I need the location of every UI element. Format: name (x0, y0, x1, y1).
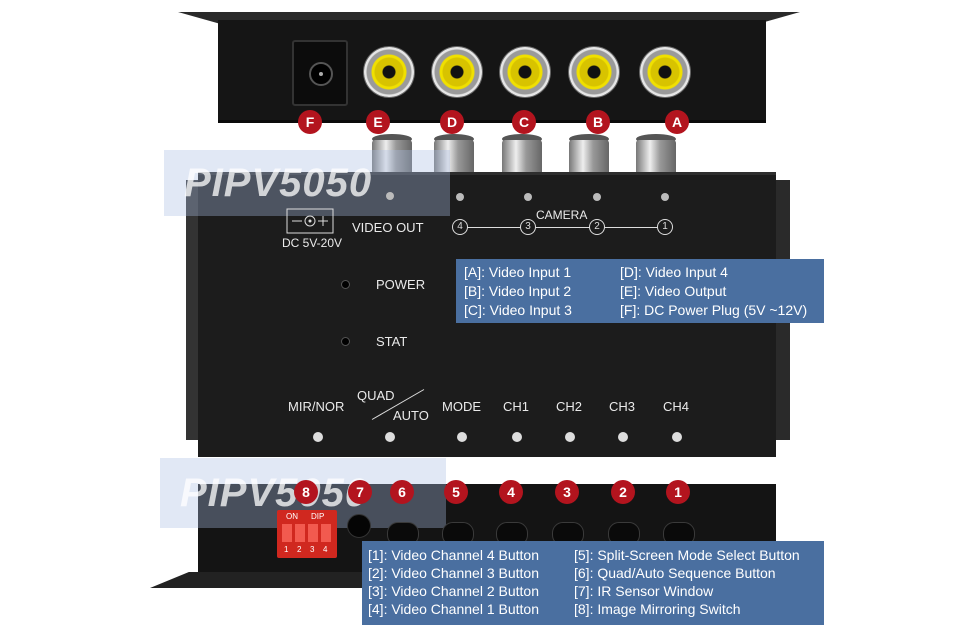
camera-4-indicator (456, 193, 464, 201)
dc-jack-pin (319, 72, 323, 76)
ir-sensor-window (347, 514, 371, 538)
dc-power-jack (292, 40, 348, 106)
dip-num: 1 (284, 545, 289, 554)
badge-3: 3 (555, 480, 579, 504)
stat-led (341, 337, 350, 346)
rca-side-c (502, 140, 542, 176)
rca-video-input-c (500, 47, 550, 97)
power-led (341, 280, 350, 289)
dc-jack-socket (309, 62, 333, 86)
ch2-indicator (565, 432, 575, 442)
camera-1-indicator (661, 193, 669, 201)
badge-b: B (586, 110, 610, 134)
rca-side-a (636, 140, 676, 176)
legend-bottom-item: [6]: Quad/Auto Sequence Button (574, 565, 776, 581)
video-out-indicator (386, 192, 394, 200)
rca-side-e (372, 140, 412, 176)
rca-side-cap-c (502, 134, 542, 144)
badge-6: 6 (390, 480, 414, 504)
legend-top-item: [D]: Video Input 4 (620, 264, 728, 280)
badge-a: A (665, 110, 689, 134)
badge-8: 8 (294, 480, 318, 504)
camera-num-2: 2 (589, 219, 605, 235)
legend-bottom-item: [5]: Split-Screen Mode Select Button (574, 547, 800, 563)
rca-video-input-d (432, 47, 482, 97)
legend-bottom-item: [4]: Video Channel 1 Button (368, 601, 539, 617)
legend-top-item: [A]: Video Input 1 (464, 264, 572, 280)
dc-polarity-icon (286, 208, 334, 234)
dip-slot-2 (295, 524, 305, 542)
badge-d: D (440, 110, 464, 134)
dip-slot-3 (308, 524, 318, 542)
rca-video-output-e (364, 47, 414, 97)
legend-bottom-item: [8]: Image Mirroring Switch (574, 601, 741, 617)
ch2-label: CH2 (556, 399, 583, 414)
rca-video-input-b (569, 47, 619, 97)
dip-on-label: ON (286, 512, 298, 521)
camera-2-indicator (593, 193, 601, 201)
ch1-indicator (512, 432, 522, 442)
device-left-side (186, 180, 200, 440)
mirror-label: MIR/NOR (288, 399, 345, 414)
mirror-indicator (313, 432, 323, 442)
badge-e: E (366, 110, 390, 134)
rca-video-input-a (640, 47, 690, 97)
rca-side-d (434, 140, 474, 176)
dip-num: 3 (310, 545, 315, 554)
auto-label: AUTO (393, 408, 429, 423)
dip-slot-1 (282, 524, 292, 542)
badge-5: 5 (444, 480, 468, 504)
dip-switch: ON DIP 1 2 3 4 (277, 510, 337, 558)
rca-side-cap-b (569, 134, 609, 144)
rca-side-b (569, 140, 609, 176)
camera-3-indicator (524, 193, 532, 201)
dip-num: 2 (297, 545, 302, 554)
ch4-indicator (672, 432, 682, 442)
watermark-top: PIPV5050 (164, 150, 450, 216)
dip-label: DIP (311, 512, 325, 521)
rca-side-cap-a (636, 134, 676, 144)
rca-side-cap-d (434, 134, 474, 144)
camera-line (466, 227, 662, 228)
legend-bottom-item: [3]: Video Channel 2 Button (368, 583, 539, 599)
dip-num: 4 (323, 545, 328, 554)
ch1-label: CH1 (503, 399, 530, 414)
badge-4: 4 (499, 480, 523, 504)
badge-f: F (298, 110, 322, 134)
camera-num-1: 1 (657, 219, 673, 235)
dip-slot-4 (321, 524, 331, 542)
quad-label: QUAD (357, 388, 395, 403)
legend-top-item: [B]: Video Input 2 (464, 283, 572, 299)
legend-top-item: [E]: Video Output (620, 283, 727, 299)
stat-label: STAT (376, 334, 408, 349)
rca-side-cap-e (372, 134, 412, 144)
video-out-label: VIDEO OUT (352, 220, 424, 235)
badge-7: 7 (348, 480, 372, 504)
ch3-indicator (618, 432, 628, 442)
legend-bottom-item: [1]: Video Channel 4 Button (368, 547, 539, 563)
ch3-label: CH3 (609, 399, 636, 414)
power-label: POWER (376, 277, 426, 292)
camera-label: CAMERA (536, 208, 588, 222)
legend-bottom: [1]: Video Channel 4 Button [2]: Video C… (362, 541, 824, 625)
legend-bottom-item: [2]: Video Channel 3 Button (368, 565, 539, 581)
legend-top-item: [C]: Video Input 3 (464, 302, 572, 318)
badge-1: 1 (666, 480, 690, 504)
badge-2: 2 (611, 480, 635, 504)
legend-bottom-item: [7]: IR Sensor Window (574, 583, 714, 599)
camera-num-4: 4 (452, 219, 468, 235)
dc-voltage-label: DC 5V-20V (282, 236, 343, 250)
badge-c: C (512, 110, 536, 134)
camera-num-3: 3 (520, 219, 536, 235)
legend-top-item: [F]: DC Power Plug (5V ~12V) (620, 302, 808, 318)
mode-indicator (457, 432, 467, 442)
ch4-label: CH4 (663, 399, 690, 414)
quad-auto-indicator (385, 432, 395, 442)
legend-top: [A]: Video Input 1 [B]: Video Input 2 [C… (456, 259, 824, 323)
mode-label: MODE (442, 399, 481, 414)
